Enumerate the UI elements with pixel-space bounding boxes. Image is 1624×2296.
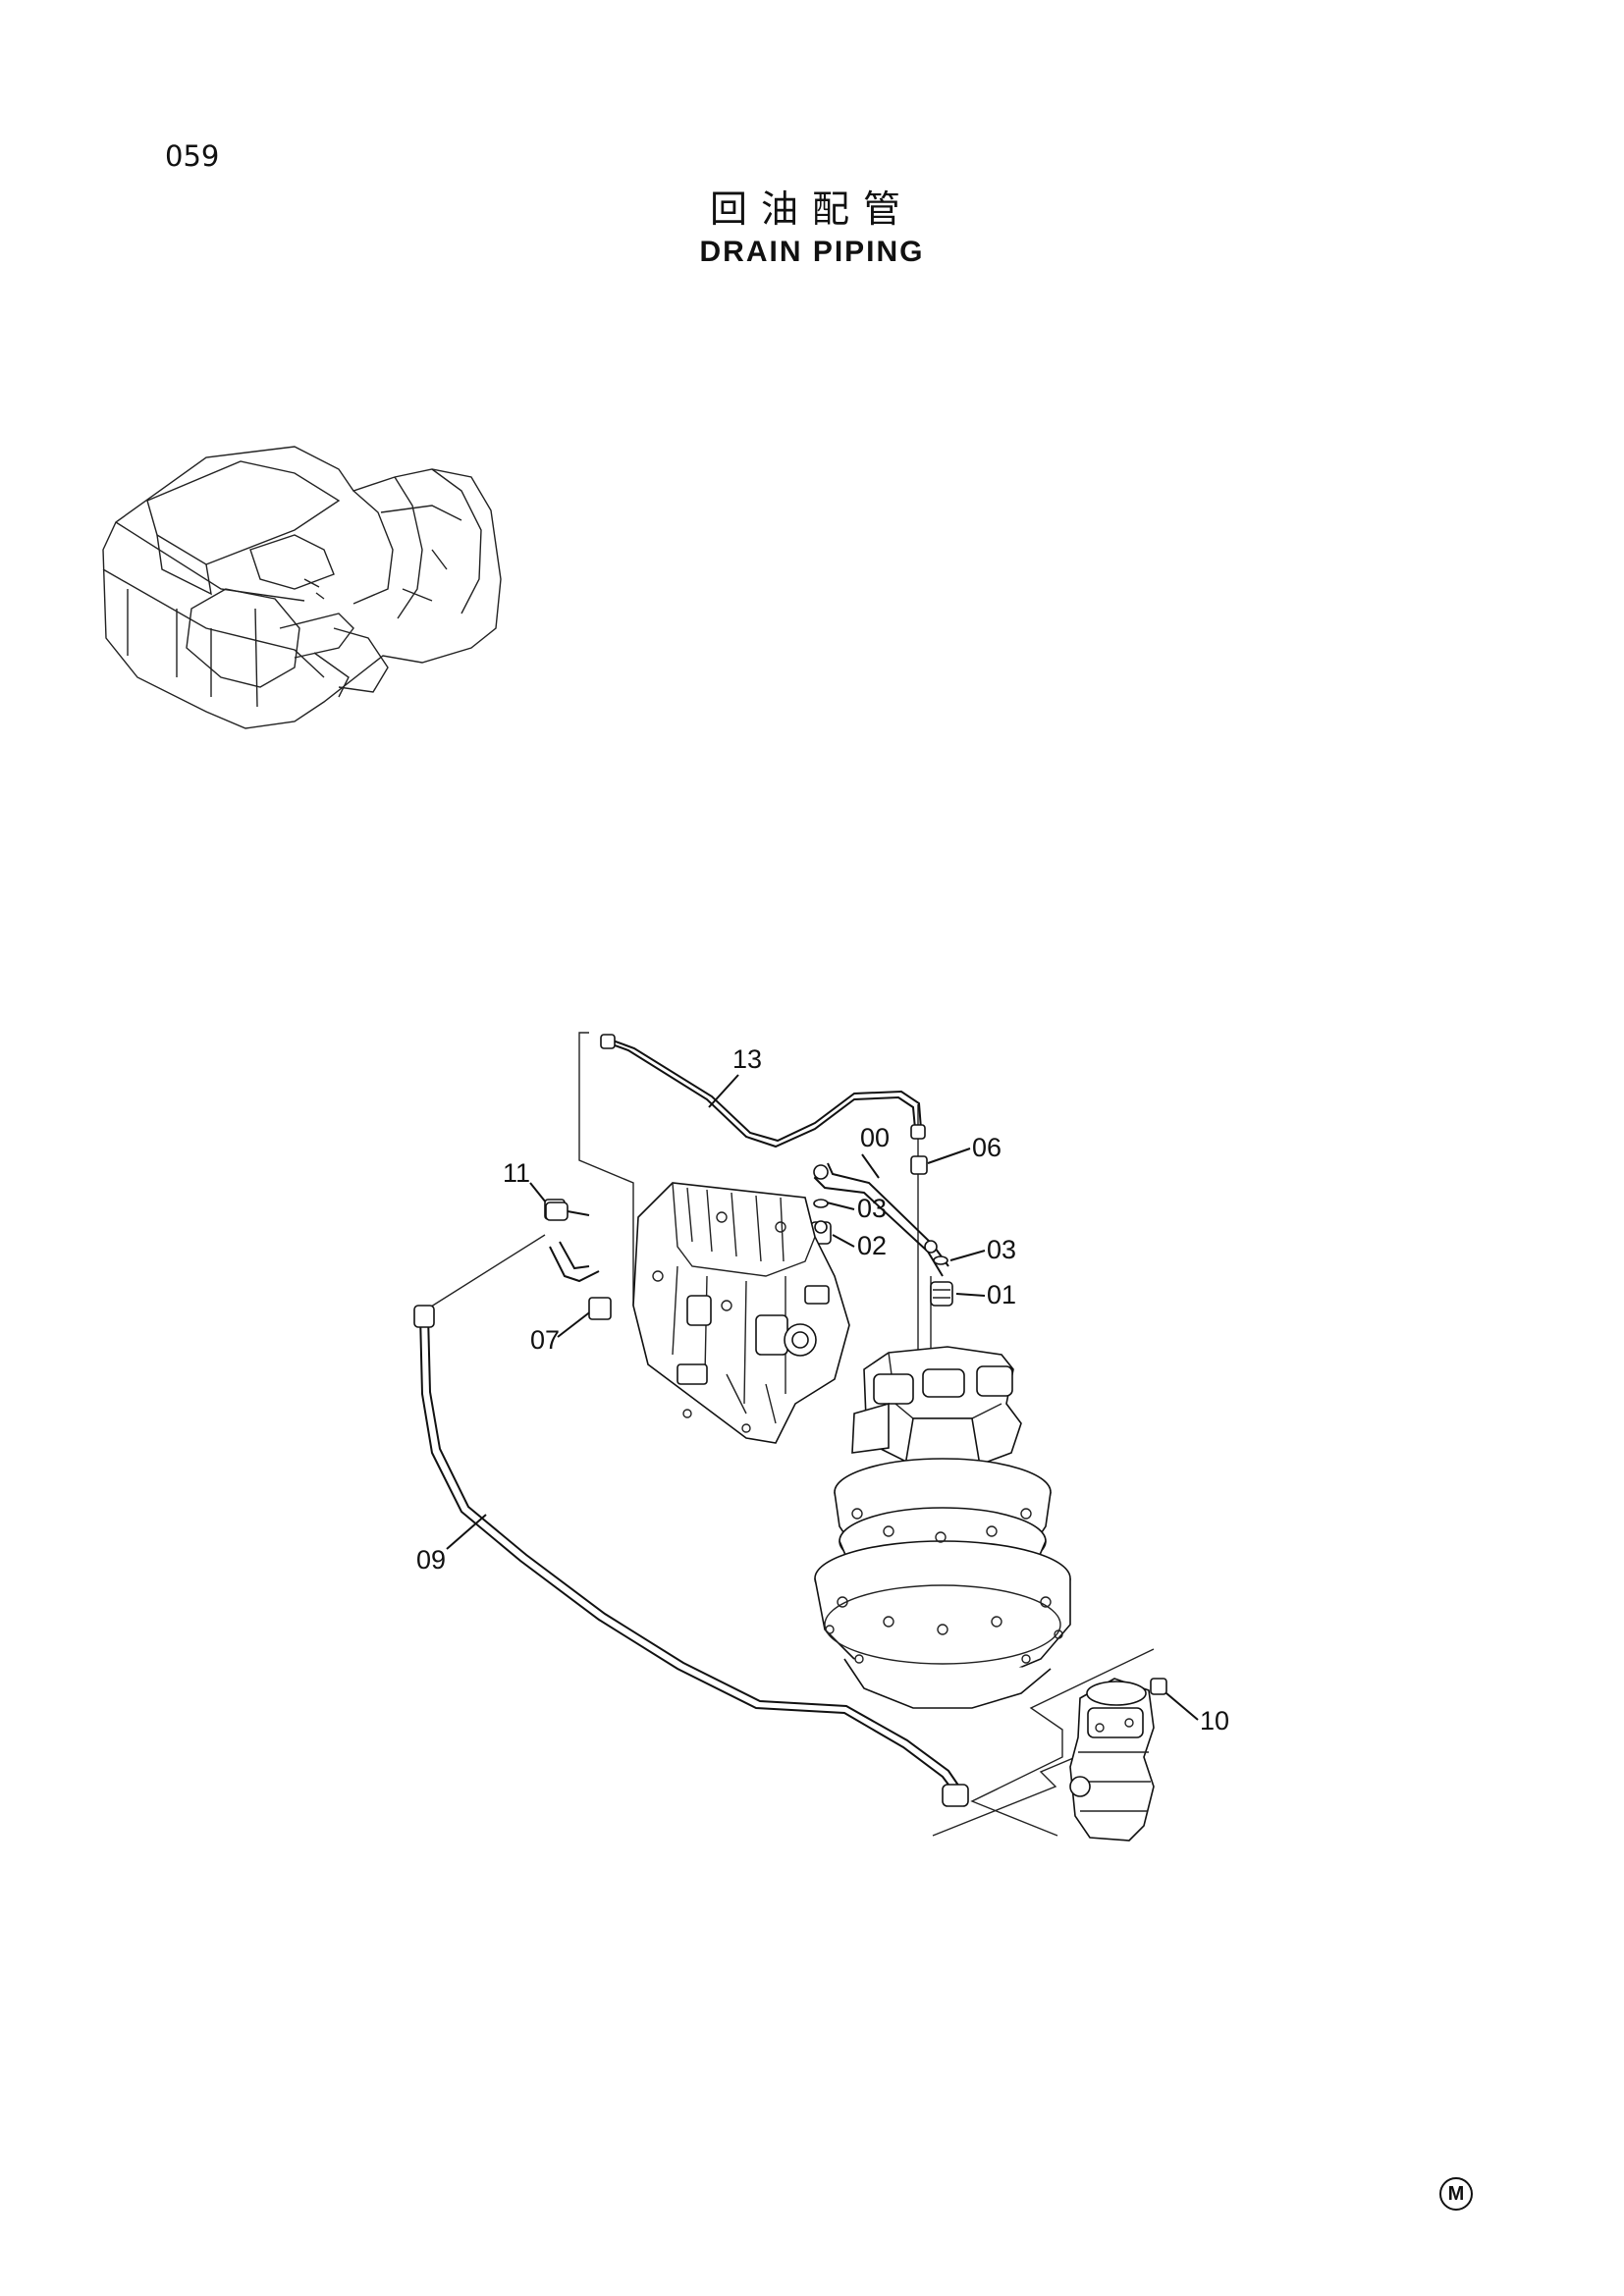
hose-09 bbox=[413, 1305, 969, 1807]
control-valve bbox=[632, 1182, 850, 1444]
callout-06: 06 bbox=[972, 1133, 1001, 1162]
pipe-00 bbox=[813, 1162, 949, 1277]
callout-labels: 13 00 06 11 03 02 03 01 07 09 10 bbox=[416, 1044, 1229, 1735]
page-number: 059 bbox=[165, 139, 220, 173]
reference-lines bbox=[419, 1032, 1155, 1837]
callout-10: 10 bbox=[1200, 1706, 1229, 1735]
machine-overview-thumbnail bbox=[102, 446, 502, 729]
manufacturer-mark: M bbox=[1439, 2177, 1473, 2211]
callout-02: 02 bbox=[857, 1231, 887, 1260]
swing-motor bbox=[814, 1346, 1071, 1709]
title-chinese: 回油配管 bbox=[709, 187, 914, 231]
callout-09: 09 bbox=[416, 1545, 446, 1575]
callout-03-lower: 03 bbox=[987, 1235, 1016, 1264]
hose-13 bbox=[600, 1034, 926, 1148]
title-english: DRAIN PIPING bbox=[699, 236, 925, 268]
callout-01: 01 bbox=[987, 1280, 1016, 1309]
callout-11: 11 bbox=[503, 1158, 530, 1188]
fitting-11 bbox=[545, 1201, 600, 1283]
callout-07: 07 bbox=[530, 1325, 560, 1355]
center-joint bbox=[1069, 1678, 1167, 1842]
callout-13: 13 bbox=[732, 1044, 762, 1074]
callout-00: 00 bbox=[860, 1123, 890, 1152]
